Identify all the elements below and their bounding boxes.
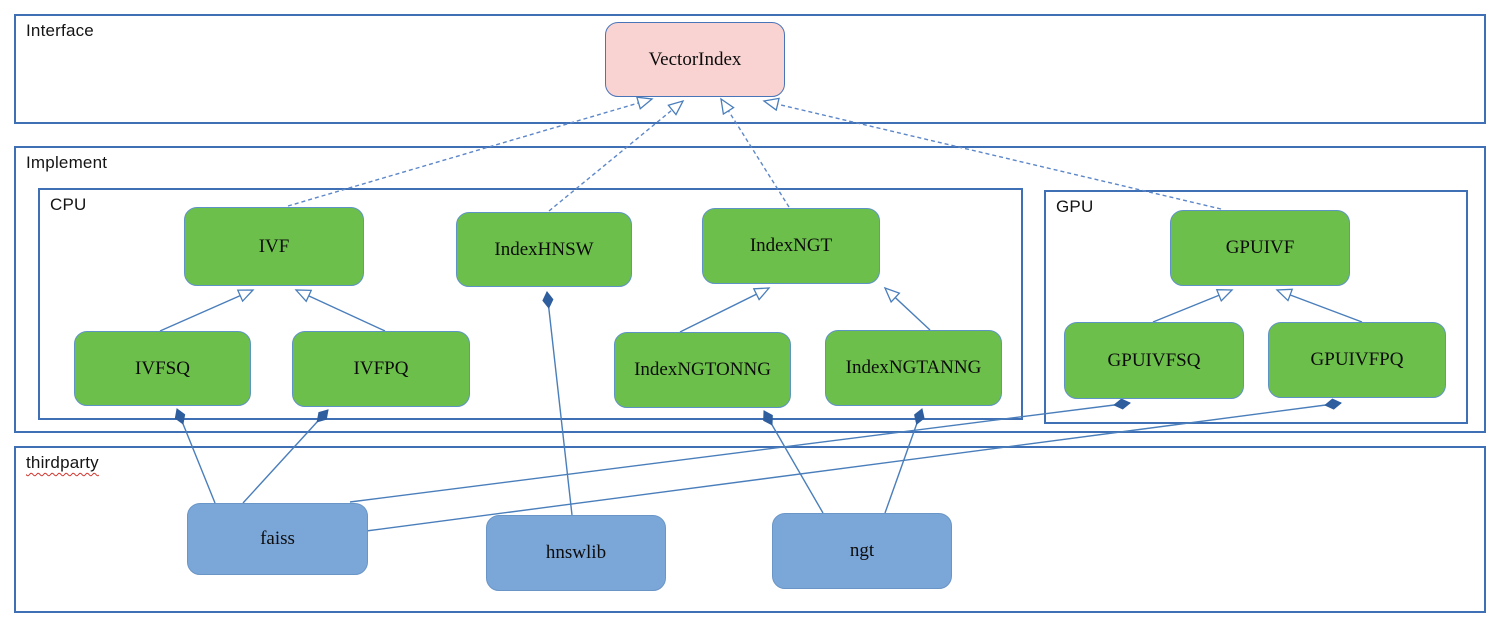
node-ivfsq-label: IVFSQ <box>135 357 190 379</box>
node-ivfpq-label: IVFPQ <box>353 358 409 379</box>
node-indexngt-label: IndexNGT <box>749 235 833 256</box>
node-indexhnsw: IndexHNSW <box>456 212 632 287</box>
edge-indexngtonng-indexngt <box>679 287 771 333</box>
node-indexngtonng: IndexNGTONNG <box>614 332 791 408</box>
node-ivfsq: IVFSQ <box>74 331 251 406</box>
edge-hnswlib-indexhnsw <box>542 291 573 516</box>
node-hnswlib-label: hnswlib <box>545 542 607 563</box>
node-faiss: faiss <box>187 503 368 575</box>
edge-gpuivfpq-gpuivf <box>1275 288 1363 323</box>
container-implement: Implement <box>14 146 1486 433</box>
container-gpu: GPU <box>1044 190 1468 424</box>
node-ngt-label: ngt <box>849 540 875 561</box>
node-vectorindex-label: VectorIndex <box>648 48 742 70</box>
node-gpuivfsq: GPUIVFSQ <box>1064 322 1244 399</box>
node-indexngtonng-label: IndexNGTONNG <box>634 359 771 380</box>
container-thirdparty: thirdparty <box>14 446 1486 613</box>
node-gpuivf-label: GPUIVF <box>1225 237 1295 258</box>
edge-faiss-ivfpq <box>242 409 329 504</box>
node-ivfpq: IVFPQ <box>292 331 470 407</box>
container-gpu-label: GPU <box>1056 197 1094 216</box>
edge-ivf-vectorindex <box>287 96 654 207</box>
edge-gpuivfsq-gpuivf <box>1152 289 1234 323</box>
node-gpuivfsq-label: GPUIVFSQ <box>1107 349 1201 371</box>
container-cpu: CPU <box>38 188 1023 420</box>
node-ivf: IVF <box>184 207 364 286</box>
node-indexngtanng: IndexNGTANNG <box>825 330 1002 406</box>
edge-faiss-gpuivfsq <box>349 398 1131 503</box>
node-indexngt: IndexNGT <box>702 208 880 284</box>
container-cpu-label: CPU <box>50 195 87 214</box>
node-ivf-label: IVF <box>258 235 290 257</box>
node-faiss-label: faiss <box>260 528 295 549</box>
edge-indexhnsw-vectorindex <box>548 99 685 212</box>
edge-indexngtanng-indexngt <box>883 286 931 331</box>
edge-ivfpq-ivf <box>294 289 386 332</box>
container-interface: Interface <box>14 14 1486 124</box>
container-interface-label: Interface <box>26 21 94 40</box>
edge-faiss-gpuivfpq <box>365 398 1342 532</box>
node-gpuivfpq-label: GPUIVFPQ <box>1310 349 1404 370</box>
container-implement-label: Implement <box>26 153 108 172</box>
edge-gpuivf-vectorindex <box>762 97 1222 210</box>
node-indexhnsw-label: IndexHNSW <box>494 238 594 260</box>
node-hnswlib: hnswlib <box>486 515 666 591</box>
edge-indexngt-vectorindex <box>720 97 790 208</box>
edge-ngt-indexngtonng <box>763 410 824 514</box>
container-thirdparty-label: thirdparty <box>26 453 99 472</box>
node-ngt: ngt <box>772 513 952 589</box>
node-vectorindex: VectorIndex <box>605 22 785 97</box>
edge-ivfsq-ivf <box>159 289 255 332</box>
edge-ngt-indexngtanng <box>884 408 925 514</box>
edge-faiss-ivfsq <box>174 408 216 504</box>
node-gpuivf: GPUIVF <box>1170 210 1350 286</box>
node-indexngtanng-label: IndexNGTANNG <box>845 357 982 378</box>
node-gpuivfpq: GPUIVFPQ <box>1268 322 1446 398</box>
